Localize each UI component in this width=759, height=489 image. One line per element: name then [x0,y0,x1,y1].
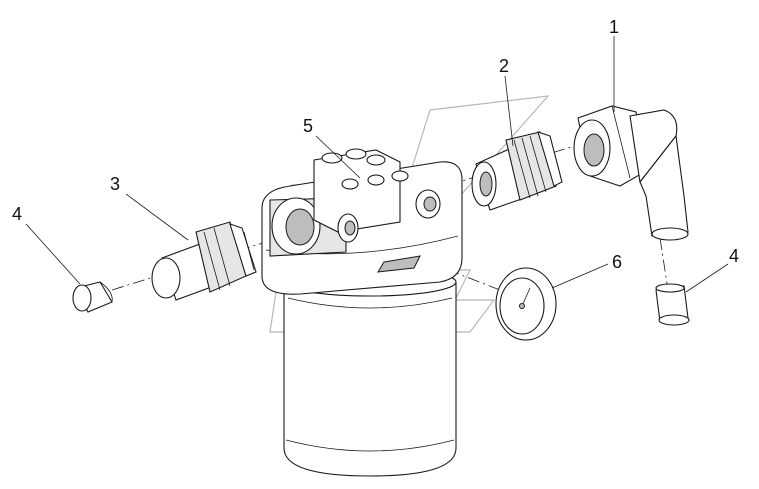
leader-lines [25,36,729,293]
part-3-hose-fitting [151,221,257,301]
part-6-pressure-gauge [495,267,557,341]
filter-housing [283,267,457,477]
part-1-elbow-fitting [573,105,689,241]
callout-5: 5 [303,116,313,136]
callout-2: 2 [499,56,509,76]
callout-1: 1 [609,17,619,37]
callout-3: 3 [110,174,120,194]
filter-head [261,148,463,295]
callout-4-right: 4 [729,246,739,266]
callout-labels: 1 2 3 4 4 5 6 [12,17,739,272]
part-2-threaded-adapter [471,131,563,211]
callout-6: 6 [612,252,622,272]
part-4-cap-right [655,283,690,326]
callout-4-left: 4 [12,204,22,224]
part-4-cap-left [72,281,113,313]
